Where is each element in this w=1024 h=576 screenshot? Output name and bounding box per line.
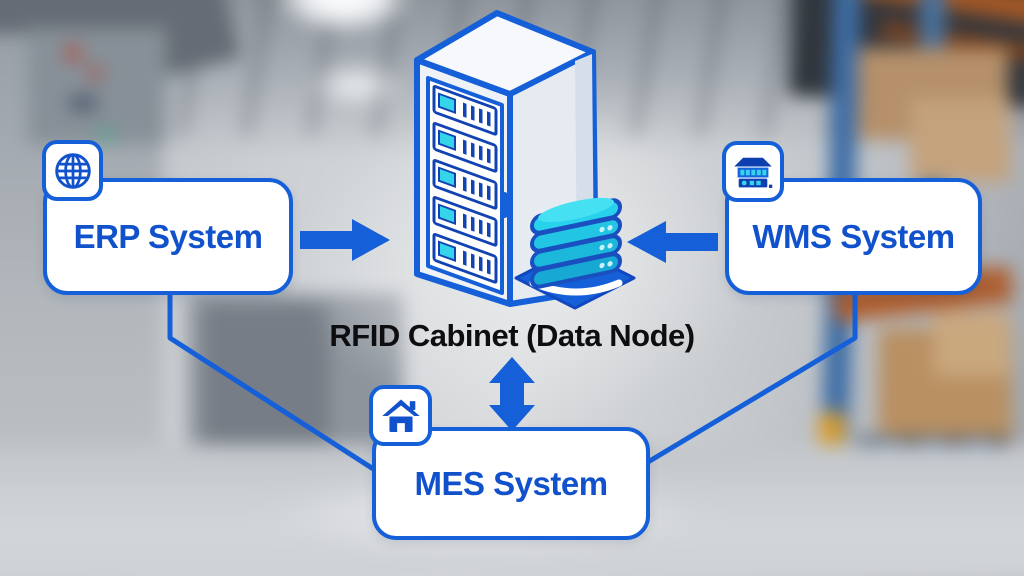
erp-system-label: ERP System [73,217,263,255]
green-indicator [99,129,112,142]
arrow-cabinet-mes-twoway [489,357,535,431]
erp-icon-box [42,140,103,201]
red-indicator [89,67,101,79]
mes-icon-box [369,385,432,446]
ceiling-lamp [304,60,408,110]
arrow-erp-to-cabinet [300,219,390,261]
connector-erp-mes [167,294,380,475]
server-units [432,85,498,284]
mes-system-label: MES System [414,464,608,502]
data-stack-icon [514,197,636,310]
wms-icon-box [722,141,784,202]
node-mes-system: MES System [372,427,650,540]
house-icon [381,399,420,432]
wms-system-label: WMS System [752,217,955,255]
cardboard-boxes [910,98,1010,182]
connector-wms-mes [646,294,858,465]
cardboard-boxes [934,312,1010,376]
rfid-cabinet-label: RFID Cabinet (Data Node) [329,318,695,353]
cabinet-handle [501,192,508,218]
globe-icon [54,152,91,189]
panel-display [70,96,96,110]
arrow-wms-to-cabinet [627,221,718,263]
red-indicator [66,46,80,60]
control-panel [28,28,166,144]
warehouse-icon [734,157,773,188]
